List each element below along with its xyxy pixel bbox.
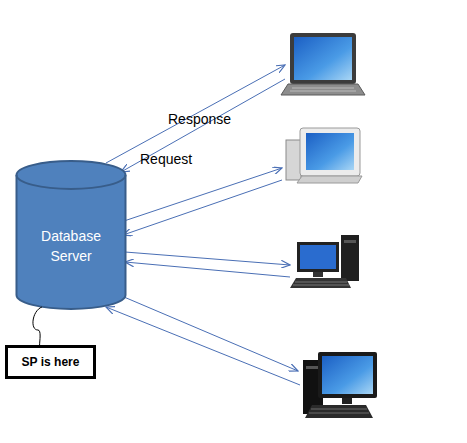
cylinder-body: [17, 161, 126, 309]
request-response-arrows: [106, 65, 300, 385]
arrow-label: Request: [140, 151, 192, 167]
desktop-icon: [303, 352, 377, 418]
node-text: Database Server: [31, 226, 111, 266]
laptop-icon: [281, 33, 365, 95]
desktop-icon: [290, 235, 359, 288]
text-holder: SP is here: [22, 355, 80, 369]
node-text: SP is here: [22, 355, 80, 369]
desktop-icon: [286, 128, 362, 183]
cylinder-rim: [17, 175, 126, 189]
arrow-label: Response: [168, 111, 231, 127]
database-cylinder: Database Server: [15, 160, 127, 310]
text-holder: Database Server: [31, 226, 111, 266]
leader-connector: [33, 307, 42, 345]
note-box: SP is here: [5, 345, 96, 379]
